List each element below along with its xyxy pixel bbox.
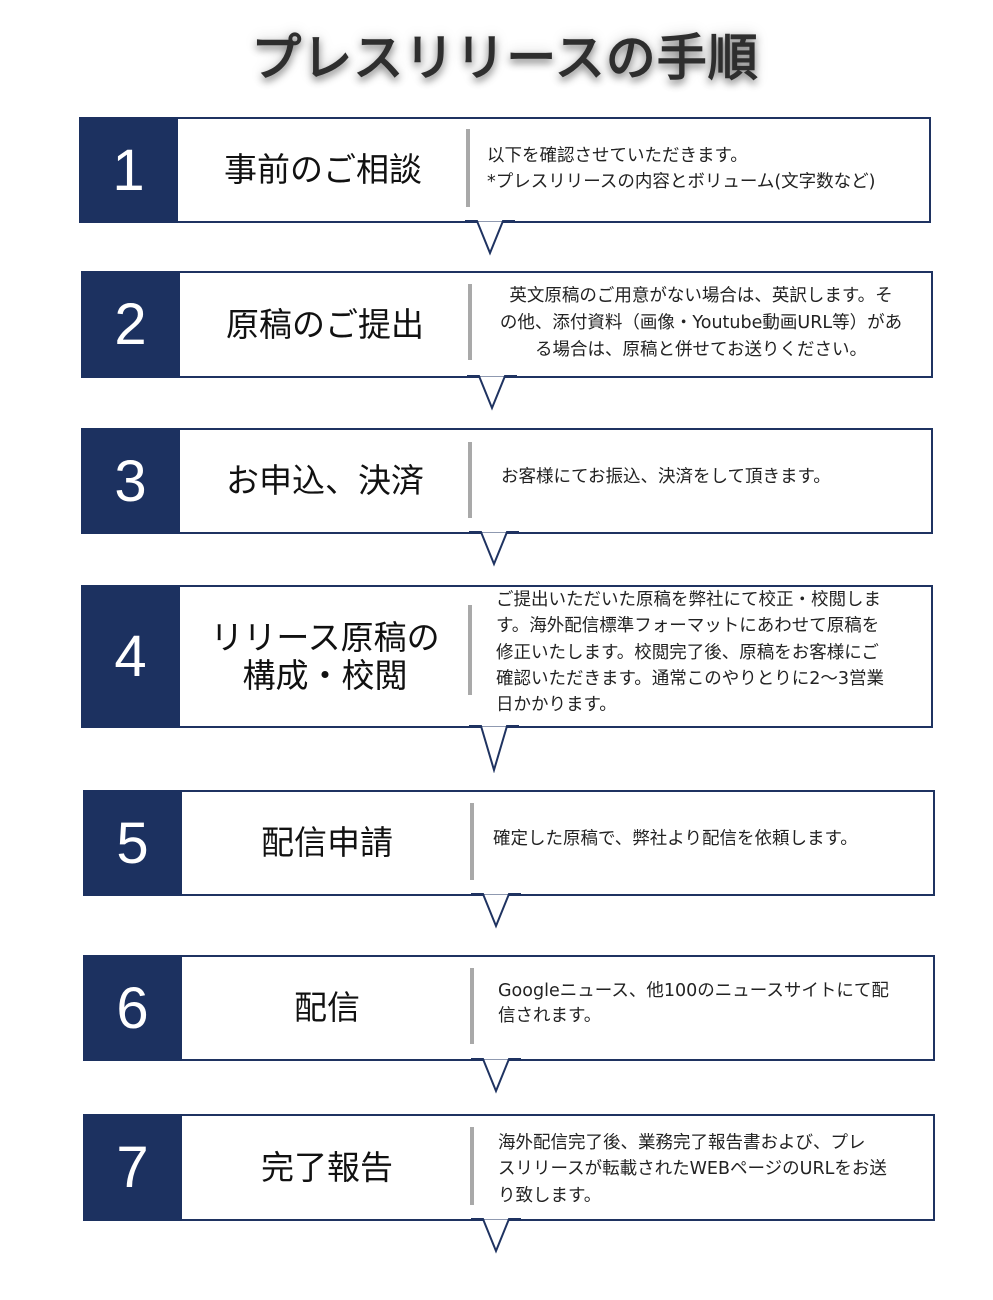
divider — [468, 442, 472, 518]
step-3: 3 お申込、決済 お客様にてお振込、決済をして頂きます。 — [81, 428, 933, 567]
step-heading: 事前のご相談 — [224, 150, 422, 190]
step-description: 以下を確認させていただきます。 *プレスリリースの内容とボリューム(文字数など) — [487, 146, 876, 193]
page-title: プレスリリースの手順 — [251, 29, 759, 87]
step-card — [83, 955, 935, 1061]
step-card — [81, 585, 933, 728]
step-number: 6 — [83, 955, 182, 1061]
down-arrow-pointer-icon — [469, 725, 519, 773]
step-number: 4 — [81, 585, 180, 728]
divider — [466, 129, 470, 207]
step-1: 1 事前のご相談 以下を確認させていただきます。 *プレスリリースの内容とボリュ… — [79, 117, 931, 256]
step-heading: 配信 — [294, 988, 360, 1028]
step-6: 6 配信 Googleニュース、他100のニュースサイトにて配 信されます。 — [83, 955, 935, 1094]
step-card — [83, 1114, 935, 1221]
down-arrow-pointer-icon — [471, 1058, 521, 1094]
step-heading: お申込、決済 — [226, 461, 424, 501]
step-5: 5 配信申請 確定した原稿で、弊社より配信を依頼します。 — [83, 790, 935, 929]
step-number: 5 — [83, 790, 182, 896]
step-number: 7 — [83, 1114, 182, 1221]
step-heading: 配信申請 — [261, 823, 393, 863]
down-arrow-pointer-icon — [465, 220, 515, 256]
down-arrow-pointer-icon — [469, 531, 519, 567]
step-description: 海外配信完了後、業務完了報告書および、プレ スリリースが転載されたWEBページの… — [498, 1133, 887, 1206]
step-number: 3 — [81, 428, 180, 534]
divider — [468, 284, 472, 360]
step-heading: 完了報告 — [261, 1147, 393, 1187]
step-description: 確定した原稿で、弊社より配信を依頼します。 — [493, 829, 858, 849]
divider — [470, 1127, 474, 1205]
step-number: 1 — [79, 117, 178, 223]
divider — [470, 968, 474, 1044]
down-arrow-pointer-icon — [467, 375, 517, 411]
step-4: 4 リリース原稿の 構成・校閲 ご提出いただいた原稿を弊社にて校正・校閲しま す… — [81, 585, 933, 773]
step-card — [81, 271, 933, 378]
step-7: 7 完了報告 海外配信完了後、業務完了報告書および、プレ スリリースが転載された… — [83, 1114, 935, 1254]
divider — [468, 605, 472, 695]
step-number: 2 — [81, 271, 180, 378]
step-description: Googleニュース、他100のニュースサイトにて配 信されます。 — [498, 981, 889, 1027]
down-arrow-pointer-icon — [471, 1218, 521, 1254]
step-description: 英文原稿のご用意がない場合は、英訳します。そ の他、添付資料（画像・Youtub… — [499, 286, 903, 361]
down-arrow-pointer-icon — [471, 893, 521, 929]
step-description: ご提出いただいた原稿を弊社にて校正・校閲しま す。海外配信標準フォーマットにあわ… — [496, 590, 885, 715]
step-heading: リリース原稿の 構成・校閲 — [210, 617, 440, 695]
step-2: 2 原稿のご提出 英文原稿のご用意がない場合は、英訳します。そ の他、添付資料（… — [81, 271, 933, 411]
step-card — [79, 117, 931, 223]
divider — [470, 803, 474, 880]
step-description: お客様にてお振込、決済をして頂きます。 — [501, 467, 831, 487]
step-heading: 原稿のご提出 — [226, 304, 424, 344]
